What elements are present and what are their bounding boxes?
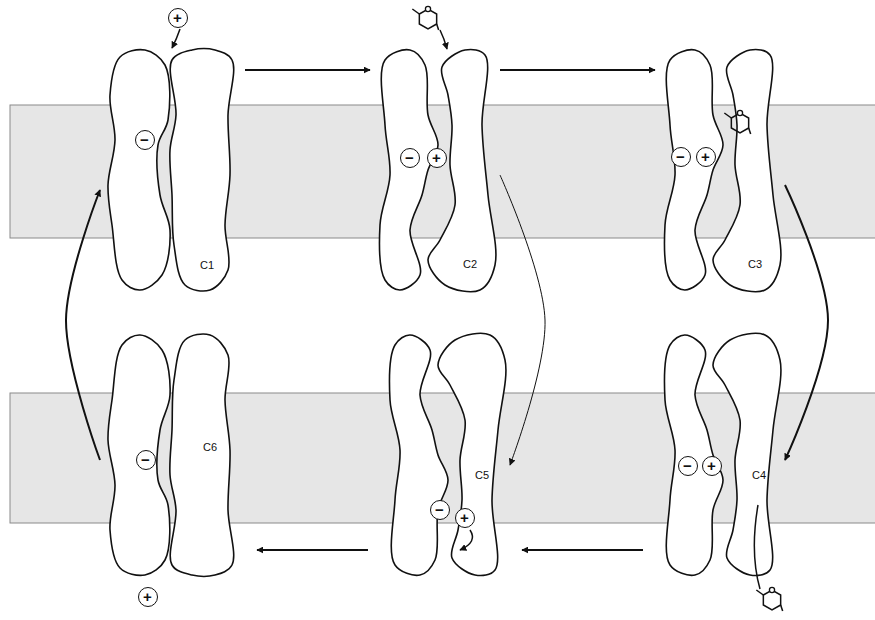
charge-symbol: − (671, 147, 691, 167)
cycle-arrow (66, 190, 100, 460)
protein-subunit (713, 333, 781, 575)
charge-symbol: + (455, 508, 475, 528)
transporter-state: C3 (655, 45, 785, 295)
charge-symbol: − (430, 500, 450, 520)
cycle-arrow (245, 69, 370, 71)
cycle-arrow (257, 549, 368, 551)
state-label: C4 (752, 470, 766, 481)
protein-subunit (428, 49, 496, 291)
substrate-path-line (754, 505, 760, 589)
state-label: C2 (463, 259, 477, 270)
transporter-outline (370, 45, 500, 295)
charge-symbol: + (168, 8, 188, 28)
state-label: C1 (200, 260, 214, 271)
transporter-outline (100, 330, 245, 580)
transporter-state: C1 (100, 45, 245, 295)
protein-subunit (108, 335, 170, 575)
charge-symbol: + (696, 147, 716, 167)
cycle-arrow (500, 69, 655, 71)
cycle-arrow (522, 549, 643, 551)
charge-symbol: − (678, 456, 698, 476)
sugar-molecule (412, 6, 438, 30)
state-label: C5 (475, 470, 489, 481)
substrate-arrow (440, 30, 447, 49)
charge-symbol: + (427, 148, 447, 168)
protein-subunit (170, 334, 234, 576)
cycle-arrow (785, 185, 828, 460)
state-label: C3 (748, 259, 762, 270)
transporter-outline (380, 330, 510, 580)
transporter-state: C4 (655, 330, 785, 580)
transporter-outline (655, 330, 785, 580)
transporter-outline (655, 45, 785, 295)
cycle-arrow (500, 175, 545, 465)
charge-symbol: + (138, 587, 158, 607)
transporter-state: C5 (380, 330, 510, 580)
charge-symbol: − (135, 130, 155, 150)
charge-symbol: + (702, 456, 722, 476)
sugar-molecule (724, 110, 750, 134)
transporter-state: C2 (370, 45, 500, 295)
transporter-state: C6 (100, 330, 245, 580)
ion-arrow (172, 29, 180, 48)
ion-release-arrow (460, 530, 472, 550)
protein-subunit (713, 49, 781, 291)
charge-symbol: − (136, 450, 156, 470)
protein-subunit (438, 333, 506, 575)
transporter-outline (100, 45, 245, 295)
state-label: C6 (203, 442, 217, 453)
charge-symbol: − (400, 148, 420, 168)
protein-subunit (108, 50, 170, 290)
protein-subunit (170, 49, 234, 291)
sugar-molecule (756, 587, 782, 611)
